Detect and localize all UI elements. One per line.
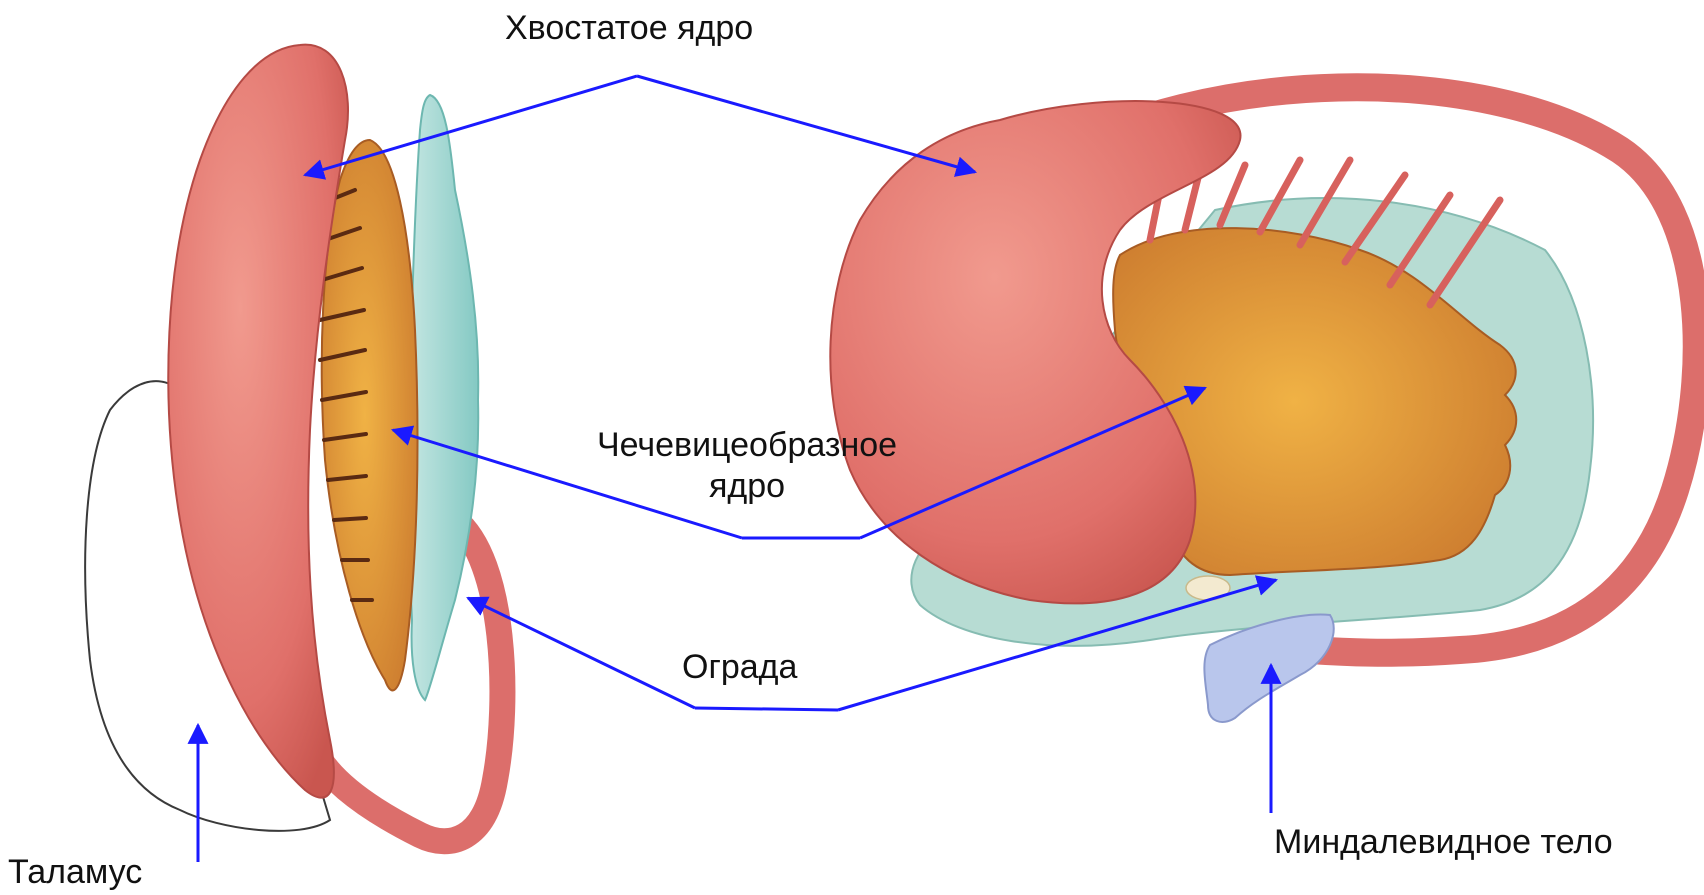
lentiform-left-shape: [322, 140, 418, 690]
claustrum-label: Ограда: [682, 647, 797, 688]
caudate-pointer-left: [305, 76, 637, 175]
lentiform-label-line2: ядро: [582, 466, 912, 507]
left-view: [85, 45, 502, 842]
claustrum-pointer-base: [695, 708, 838, 710]
caudate-label: Хвостатое ядро: [505, 8, 753, 49]
amygdala-label: Миндалевидное тело: [1274, 822, 1613, 863]
right-view: [830, 87, 1696, 722]
lentiform-label: Чечевицеобразное ядро: [582, 425, 912, 507]
lentiform-label-line1: Чечевицеобразное: [582, 425, 912, 466]
caudate-pointer-right: [637, 76, 975, 172]
thalamus-label: Таламус: [8, 852, 142, 893]
